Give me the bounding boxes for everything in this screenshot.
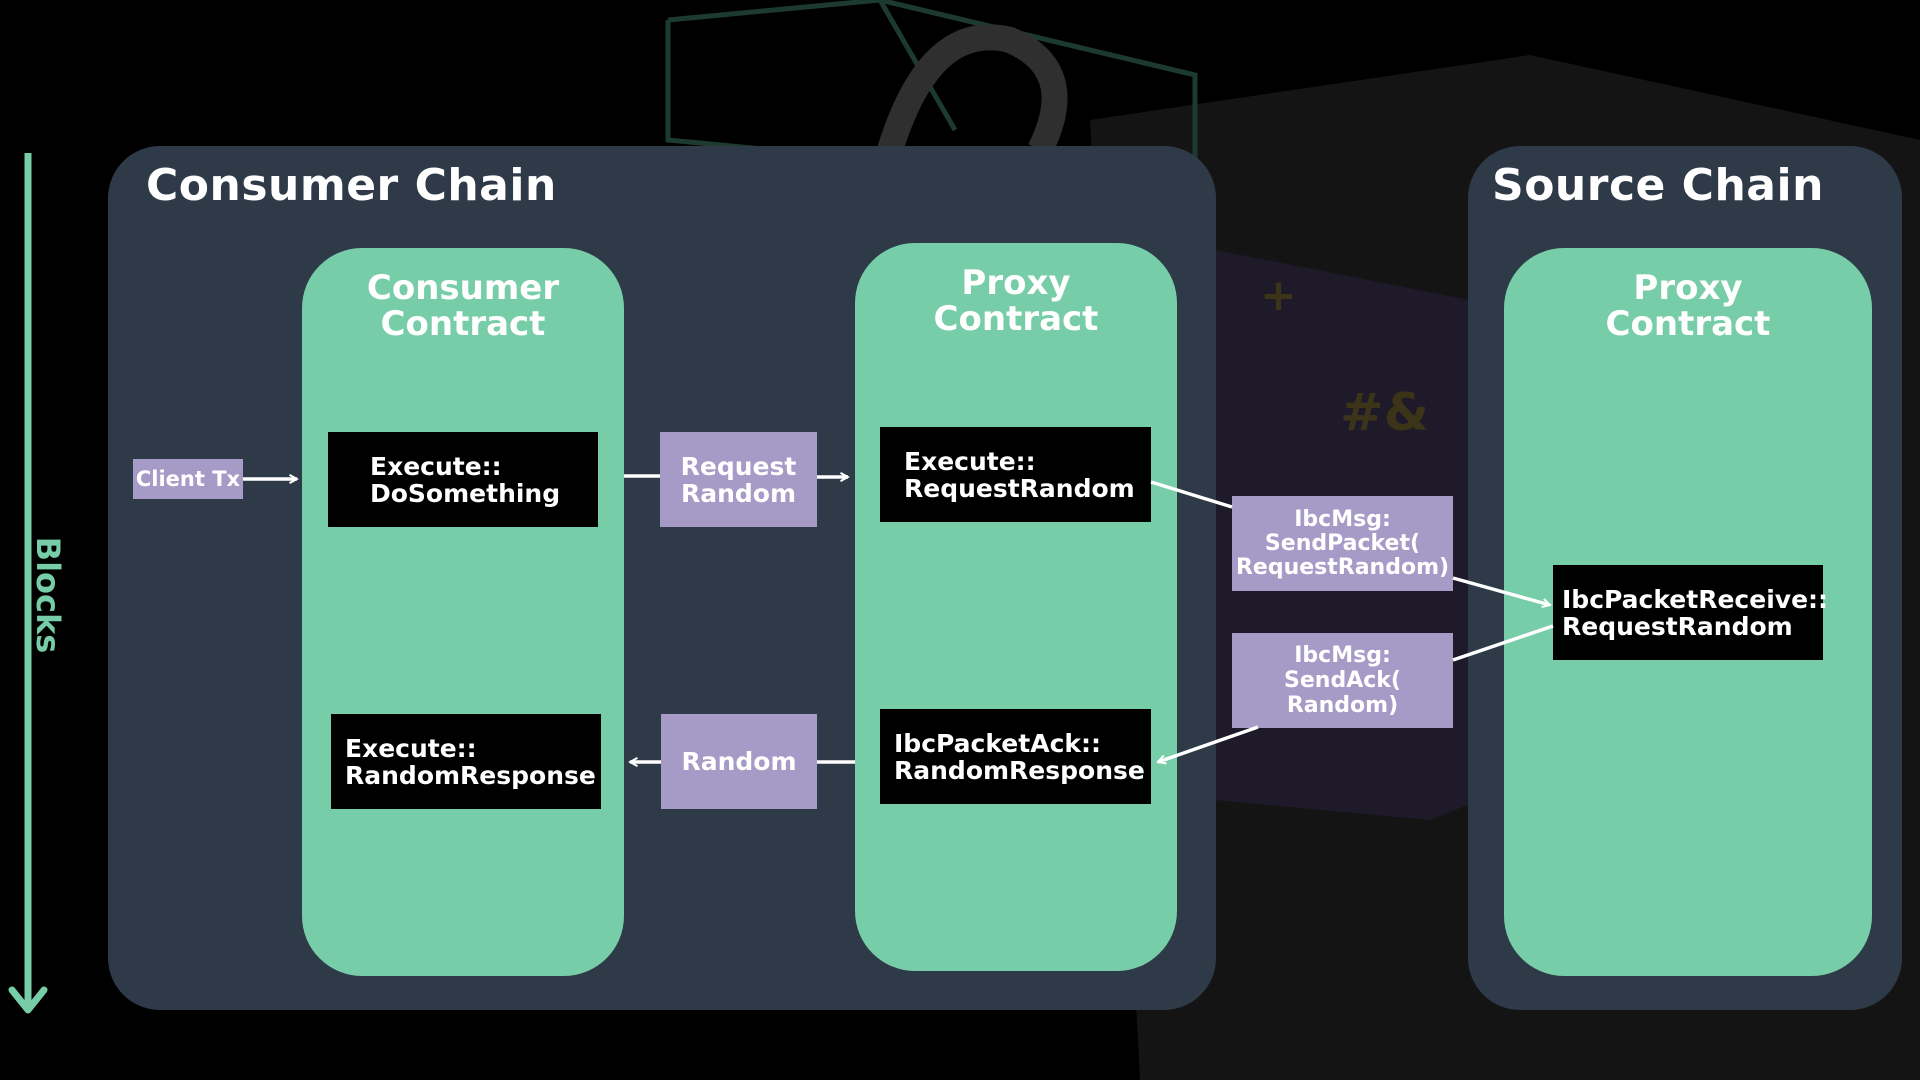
background-box-outline <box>665 0 1198 193</box>
consumer-proxy-contract-title-line2: Contract <box>933 299 1099 339</box>
consumer-contract-title-line1: Consumer <box>366 268 560 308</box>
send-packet-line1: IbcMsg: <box>1294 506 1391 532</box>
execute-do-something-box: Execute:: DoSomething <box>328 432 598 527</box>
request-random-label: Request Random <box>660 432 817 527</box>
send-packet-line2: SendPacket( <box>1264 530 1421 556</box>
ibc-packet-receive-box: IbcPacketReceive:: RequestRandom <box>1553 565 1829 660</box>
execute-request-random-line2: RequestRandom <box>904 473 1135 503</box>
ibc-packet-ack-box: IbcPacketAck:: RandomResponse <box>880 709 1151 804</box>
background-scribble: + <box>1260 270 1297 321</box>
blocks-label: Blocks <box>29 536 67 654</box>
source-proxy-contract-title: Proxy Contract <box>1504 270 1872 342</box>
execute-do-something-line1: Execute:: <box>370 451 502 481</box>
send-ack-line1: IbcMsg: <box>1294 643 1391 668</box>
random-text: Random <box>681 747 797 776</box>
ibc-packet-receive-line2: RequestRandom <box>1562 611 1793 641</box>
send-ack-label: IbcMsg: SendAck( Random) <box>1232 633 1453 728</box>
ibc-packet-ack-line1: IbcPacketAck:: <box>894 728 1102 758</box>
execute-request-random-line1: Execute:: <box>904 446 1036 476</box>
consumer-proxy-contract-title: Proxy Contract <box>855 265 1177 337</box>
execute-random-response-line2: RandomResponse <box>345 760 596 790</box>
execute-request-random-box: Execute:: RequestRandom <box>880 427 1151 522</box>
client-tx-label: Client Tx <box>133 459 243 499</box>
consumer-chain-title: Consumer Chain <box>146 160 557 211</box>
consumer-contract-title-line2: Contract <box>380 304 546 344</box>
execute-random-response-line1: Execute:: <box>345 733 477 763</box>
consumer-proxy-contract: Proxy Contract <box>855 243 1177 971</box>
consumer-contract-title: Consumer Contract <box>302 270 624 342</box>
background-hook-shape <box>877 24 1068 156</box>
source-proxy-contract-title-line2: Contract <box>1605 304 1771 344</box>
send-packet-line3: RequestRandom) <box>1235 554 1450 580</box>
send-packet-label: IbcMsg: SendPacket( RequestRandom) <box>1232 496 1453 591</box>
consumer-proxy-contract-title-line1: Proxy <box>961 263 1071 303</box>
execute-do-something-line2: DoSomething <box>370 478 561 508</box>
source-chain-title: Source Chain <box>1492 160 1824 211</box>
client-tx-text: Client Tx <box>135 467 241 491</box>
request-random-line2: Random <box>680 478 797 508</box>
background-scribble: #& <box>1340 383 1429 443</box>
send-ack-line2: SendAck( <box>1284 668 1401 693</box>
ibc-packet-ack-line2: RandomResponse <box>894 755 1145 785</box>
ibc-packet-receive-line1: IbcPacketReceive:: <box>1562 584 1829 614</box>
random-label: Random <box>661 714 817 809</box>
execute-random-response-box: Execute:: RandomResponse <box>331 714 601 809</box>
source-proxy-contract-title-line1: Proxy <box>1633 268 1743 308</box>
request-random-line1: Request <box>680 451 797 481</box>
send-ack-line3: Random) <box>1286 693 1399 718</box>
consumer-contract: Consumer Contract <box>302 248 624 976</box>
